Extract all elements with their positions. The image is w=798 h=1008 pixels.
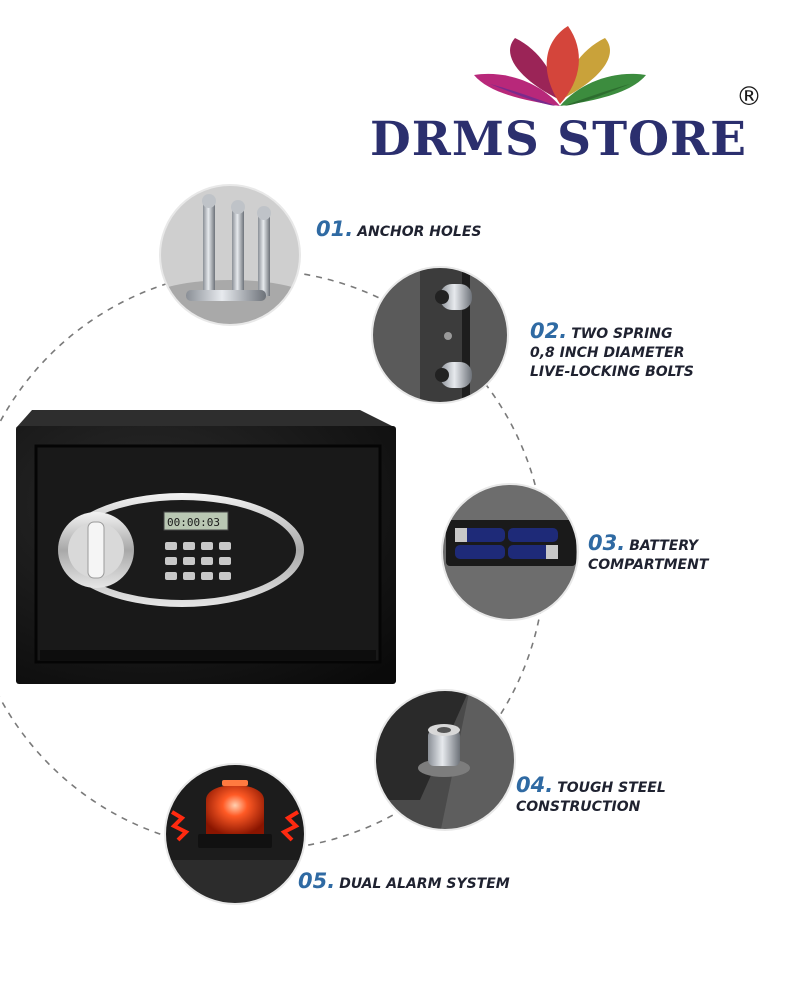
battery-compartment-image xyxy=(442,484,578,620)
feature-text: COMPARTMENT xyxy=(588,557,709,573)
feature-label-locking-bolts: 02.TWO SPRING 0,8 INCH DIAMETER LIVE-LOC… xyxy=(530,319,694,382)
brand-logo xyxy=(474,26,646,106)
feature-text: BATTERY xyxy=(629,538,698,554)
alarm-image xyxy=(165,764,305,904)
feature-label-alarm: 05.DUAL ALARM SYSTEM xyxy=(298,869,510,894)
feature-text: ANCHOR HOLES xyxy=(357,224,482,240)
feature-number: 01. xyxy=(316,217,354,241)
feature-text: DUAL ALARM SYSTEM xyxy=(339,876,510,892)
feature-text: TOUGH STEEL xyxy=(557,780,666,796)
feature-label-anchor-holes: 01.ANCHOR HOLES xyxy=(316,217,482,242)
feature-number: 02. xyxy=(530,319,568,343)
feature-text: TWO SPRING xyxy=(571,326,673,342)
anchor-holes-image xyxy=(160,185,300,325)
feature-number: 04. xyxy=(516,773,554,797)
steel-construction-image xyxy=(375,690,515,830)
locking-bolts-image xyxy=(372,267,508,403)
registered-mark: ® xyxy=(736,82,762,112)
safe-image: 00:00:03 xyxy=(16,410,396,684)
safe-display-text: 00:00:03 xyxy=(167,516,220,529)
feature-text: LIVE-LOCKING BOLTS xyxy=(530,364,694,380)
feature-text: 0,8 INCH DIAMETER xyxy=(530,345,685,361)
feature-number: 03. xyxy=(588,531,626,555)
feature-label-battery: 03.BATTERY COMPARTMENT xyxy=(588,531,709,575)
feature-label-steel-construction: 04.TOUGH STEEL CONSTRUCTION xyxy=(516,773,666,817)
feature-text: CONSTRUCTION xyxy=(516,799,641,815)
feature-number: 05. xyxy=(298,869,336,893)
brand-name: DRMS STORE xyxy=(370,112,747,167)
